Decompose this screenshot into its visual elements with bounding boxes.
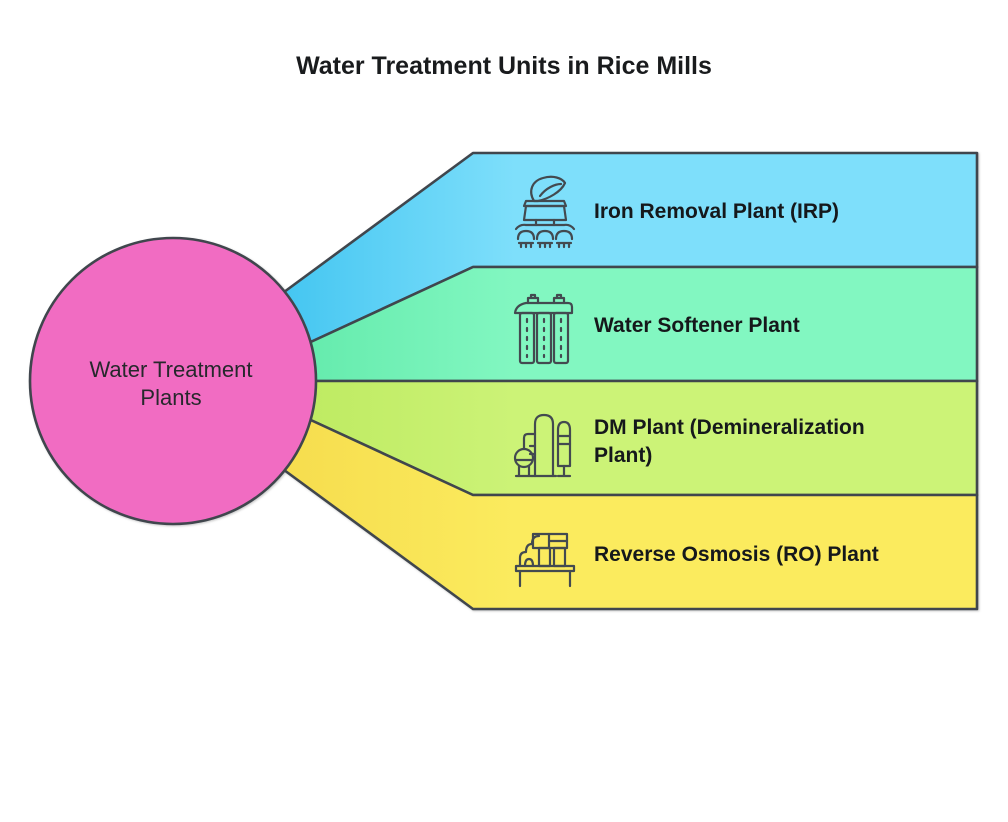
band-label-dm-plant-line1: DM Plant (Demineralization (594, 416, 865, 439)
center-node-label-line2: Plants (140, 385, 201, 410)
band-label-reverse-osmosis-plant: Reverse Osmosis (RO) Plant (594, 543, 879, 566)
band-label-iron-removal-plant: Iron Removal Plant (IRP) (594, 200, 839, 223)
center-node (28, 236, 318, 526)
diagram-title: Water Treatment Units in Rice Mills (296, 52, 712, 80)
band-label-dm-plant-line2: Plant) (594, 444, 652, 467)
iron-removal-plant-icon (514, 175, 576, 249)
water-softener-plant-icon (513, 293, 574, 365)
band-label-water-softener-plant: Water Softener Plant (594, 314, 800, 337)
center-node-label-line1: Water Treatment (89, 357, 252, 382)
reverse-osmosis-plant-icon (514, 532, 576, 588)
dm-plant-icon (513, 413, 572, 478)
